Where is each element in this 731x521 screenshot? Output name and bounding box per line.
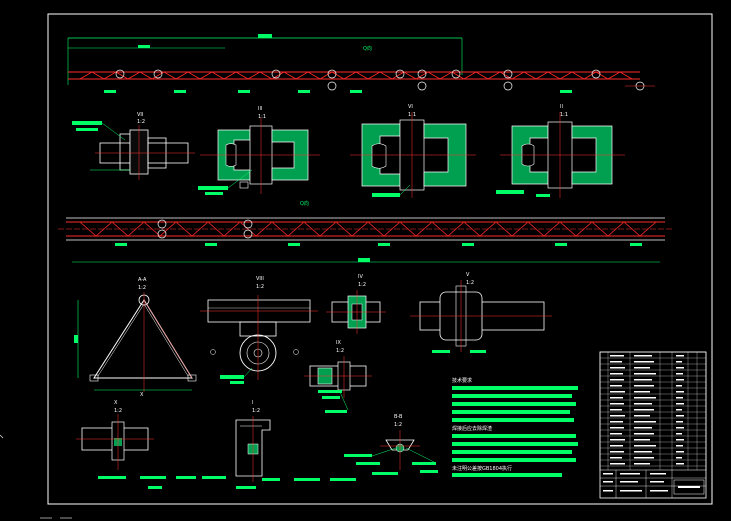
- detail-iv-label: IV: [358, 274, 363, 280]
- detail-vi-label: VI: [408, 104, 413, 110]
- crosshair-icon: [0, 434, 72, 519]
- detail-x[interactable]: X 1:2: [76, 400, 196, 489]
- top-truss-label: Q向: [363, 45, 372, 52]
- detail-v-label: V: [466, 272, 470, 278]
- notes-line-2: 未注明公差按GB1804执行: [452, 465, 512, 472]
- technical-notes: 技术要求 焊接后应去除焊渣 未注明公差按GB1804执行: [452, 377, 578, 477]
- detail-viii-label: VIII: [256, 276, 264, 282]
- section-a-a-scale: 1:2: [138, 285, 146, 291]
- section-b-b-scale: 1:2: [394, 422, 402, 428]
- section-b-b[interactable]: B-B 1:2: [344, 414, 438, 475]
- detail-ii[interactable]: II 1:1: [496, 104, 625, 198]
- detail-x-label: X: [114, 400, 118, 406]
- detail-ii-scale: 1:1: [560, 112, 568, 118]
- section-a-a-label: A-A: [138, 277, 147, 283]
- detail-vii-label: VII: [137, 112, 143, 118]
- detail-iii-scale: 1:1: [258, 114, 266, 120]
- detail-vii[interactable]: VII 1:2: [72, 112, 195, 180]
- detail-i-scale: 1:2: [252, 408, 260, 414]
- section-b-b-label: B-B: [394, 414, 403, 420]
- sheet-border: [47, 13, 713, 505]
- detail-i[interactable]: I 1:2: [202, 400, 356, 489]
- detail-ii-label: II: [560, 104, 563, 110]
- detail-vii-scale: 1:2: [137, 119, 145, 125]
- detail-iii-label: III: [258, 106, 262, 112]
- svg-text:X: X: [140, 392, 144, 398]
- detail-viii-scale: 1:2: [256, 284, 264, 290]
- middle-truss-label: Q向: [300, 200, 309, 207]
- top-truss-elevation[interactable]: Q向: [67, 34, 655, 93]
- detail-i-label: I: [252, 400, 253, 406]
- detail-iii[interactable]: III 1:1: [198, 106, 320, 195]
- middle-truss-elevation[interactable]: Q向: [58, 200, 672, 263]
- detail-ix-label: IX: [336, 340, 341, 346]
- detail-ix-scale: 1:2: [336, 348, 344, 354]
- detail-viii[interactable]: VIII 1:2: [200, 276, 318, 384]
- section-a-a[interactable]: A-A 1:2 X: [74, 277, 197, 398]
- notes-title: 技术要求: [452, 377, 472, 384]
- detail-vi[interactable]: VI 1:1: [350, 104, 476, 198]
- detail-v[interactable]: V 1:2: [410, 272, 552, 353]
- title-block[interactable]: [599, 351, 707, 499]
- detail-x-scale: 1:2: [114, 408, 122, 414]
- detail-ix[interactable]: IX 1:2: [304, 340, 372, 413]
- notes-line-1: 焊接后应去除焊渣: [452, 425, 492, 432]
- detail-iv-scale: 1:2: [358, 282, 366, 288]
- detail-iv[interactable]: IV 1:2: [326, 274, 386, 334]
- detail-v-scale: 1:2: [466, 280, 474, 286]
